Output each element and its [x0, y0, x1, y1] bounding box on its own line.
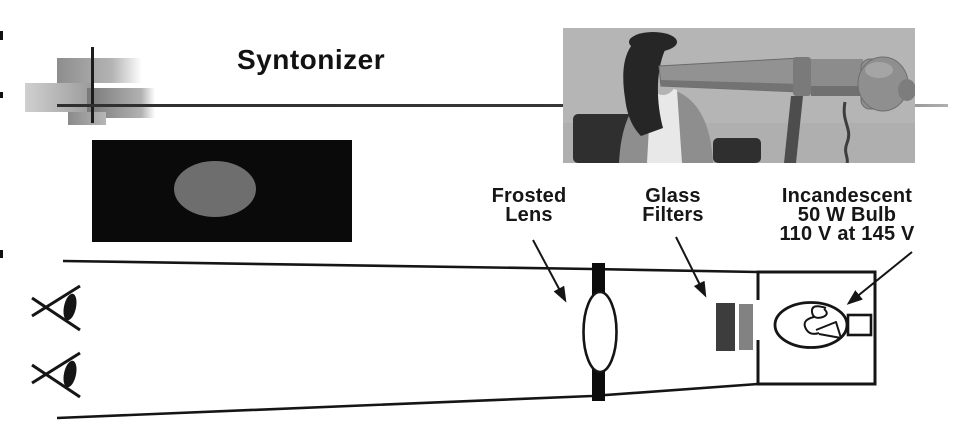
frosted-lens — [582, 263, 618, 401]
logo-vertical-line — [91, 47, 94, 123]
label-line: Filters — [642, 204, 704, 226]
header-rule-line — [57, 104, 948, 107]
label-arrows — [532, 236, 913, 305]
photo-device-tube — [658, 56, 916, 164]
tube-outline — [56, 259, 759, 420]
label-glass-filters: Glass Filters — [612, 185, 734, 226]
screen-preview — [92, 140, 352, 242]
bulb-filament — [803, 305, 842, 339]
page-title: Syntonizer — [237, 44, 386, 75]
syntonizer-photo — [563, 28, 916, 164]
logo-rect-bottom — [68, 112, 106, 125]
label-frosted-lens: Frosted Lens — [468, 185, 590, 226]
eye-icon — [31, 284, 81, 332]
label-line: 110 V at 145 V — [779, 223, 915, 245]
label-line: Incandescent — [781, 185, 913, 207]
logo-rect-left — [25, 83, 91, 112]
label-incandescent-bulb: Incandescent 50 W Bulb 110 V at 145 V — [762, 185, 932, 245]
photo-device-stand — [784, 96, 803, 163]
arrow-incandescent-bulb — [846, 251, 913, 305]
arrow-frosted-lens — [532, 239, 567, 303]
glass-filters-icon — [716, 303, 753, 351]
label-line: Lens — [505, 204, 553, 226]
scan-artifacts — [0, 31, 3, 258]
eye-icon — [31, 351, 81, 399]
label-line: Frosted — [491, 185, 567, 207]
photo-device-cord — [842, 101, 851, 164]
screen-spot — [174, 161, 256, 217]
logo-rect-top — [57, 58, 142, 83]
photo-person — [619, 32, 713, 163]
label-line: Glass — [645, 185, 701, 207]
arrow-glass-filters — [675, 236, 707, 298]
bulb-housing-box — [753, 270, 877, 386]
incandescent-bulb-icon — [773, 301, 873, 349]
label-line: 50 W Bulb — [797, 204, 897, 226]
